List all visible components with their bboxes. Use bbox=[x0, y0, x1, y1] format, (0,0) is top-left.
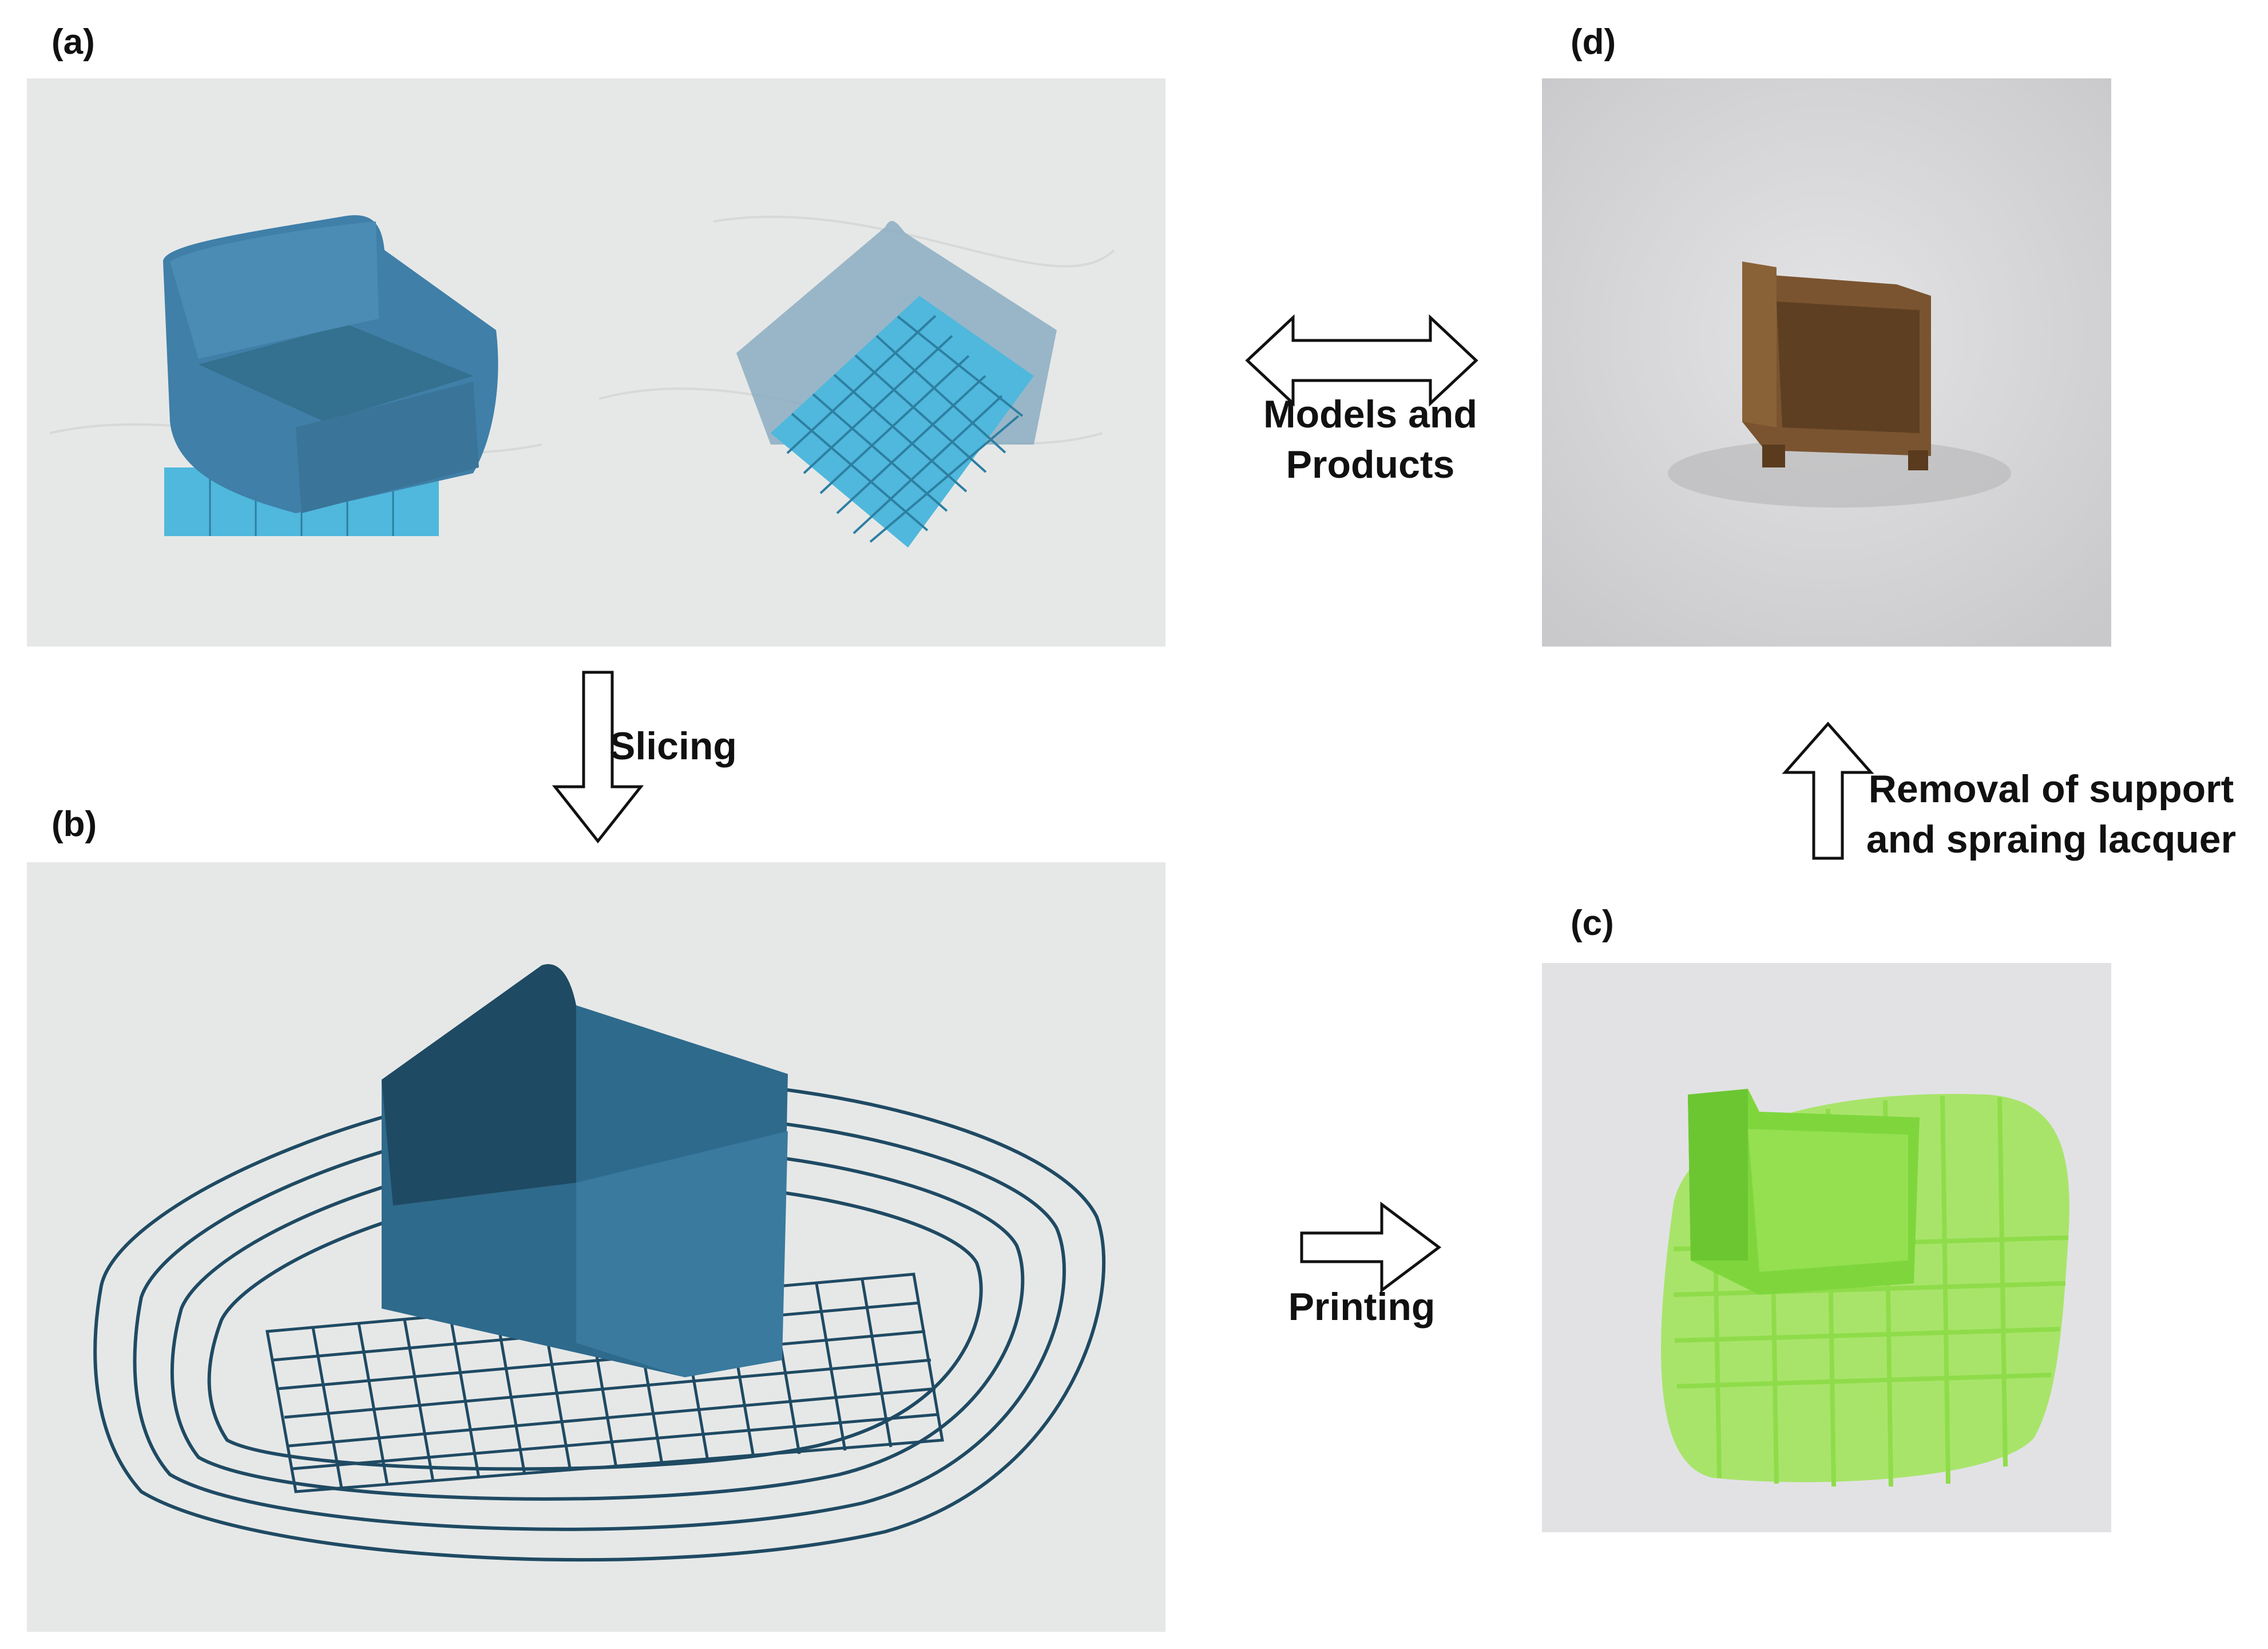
panel-label-c: (c) bbox=[1571, 903, 1614, 943]
sliced-sofa-icon bbox=[382, 964, 788, 1377]
models-products-label: Models and Products bbox=[1263, 393, 1478, 487]
sofa-model-icon bbox=[163, 215, 498, 536]
printing-label: Printing bbox=[1288, 1285, 1436, 1329]
green-printed-chair-icon bbox=[1661, 1089, 2069, 1487]
model-render-panel bbox=[27, 78, 1165, 647]
panel-label-d: (d) bbox=[1571, 22, 1616, 62]
panel-label-a: (a) bbox=[51, 22, 95, 62]
down-arrow-icon bbox=[552, 671, 644, 844]
double-arrow-icon bbox=[1245, 314, 1478, 407]
up-arrow-icon bbox=[1782, 722, 1874, 860]
sliced-model-panel bbox=[27, 862, 1165, 1632]
removal-label: Removal of support and spraing lacquer bbox=[1866, 767, 2237, 862]
lacquered-product-photo bbox=[1542, 78, 2111, 647]
right-arrow-icon bbox=[1300, 1202, 1442, 1293]
printed-product-photo bbox=[1542, 963, 2111, 1532]
brown-chair-icon bbox=[1742, 261, 1931, 470]
slicing-label: Slicing bbox=[609, 724, 737, 768]
sofa-model-topdown-icon bbox=[736, 221, 1057, 548]
panel-label-b: (b) bbox=[51, 804, 97, 844]
